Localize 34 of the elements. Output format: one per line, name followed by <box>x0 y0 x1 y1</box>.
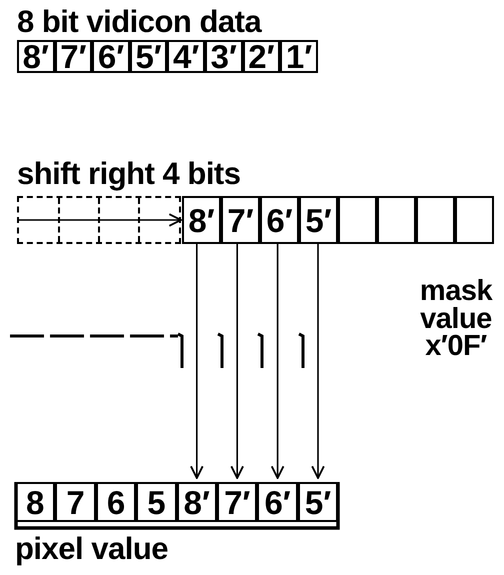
bit-cell: 6′ <box>260 196 299 244</box>
heading: 8 bit vidicon data <box>17 6 262 37</box>
heading: shift right 4 bits <box>17 158 240 189</box>
arrow <box>311 244 325 479</box>
arrow <box>270 244 284 479</box>
bit-cell: 7′ <box>217 482 258 522</box>
bit-cell: 5′ <box>299 196 338 244</box>
bit-cell: 5′ <box>130 40 168 73</box>
bit-cell: 2′ <box>242 40 280 73</box>
bit-cell: 6′ <box>92 40 130 73</box>
bit-cell: 1′ <box>280 40 318 73</box>
heading: pixel value <box>15 533 168 564</box>
empty-cell <box>338 196 377 244</box>
empty-cell <box>416 196 455 244</box>
bit-cell: 7′ <box>54 40 92 73</box>
empty-cell <box>455 196 494 244</box>
arrow <box>230 244 244 479</box>
bit-cell: 5 <box>136 482 177 522</box>
mask-note: mask value x′0F′ <box>418 278 494 361</box>
arrow <box>17 213 182 227</box>
arrow <box>190 244 204 479</box>
vacated-cells <box>17 196 181 244</box>
bit-cell: 8 <box>15 482 56 522</box>
empty-cell <box>377 196 416 244</box>
bit-cell: 8′ <box>176 482 217 522</box>
bit-cell: 4′ <box>167 40 205 73</box>
bit-cell: 7′ <box>221 196 260 244</box>
bit-cell: 3′ <box>205 40 243 73</box>
bit-cell: 7 <box>55 482 96 522</box>
bit-cell: 8′ <box>17 40 55 73</box>
bit-cell: 6′ <box>257 482 298 522</box>
bit-cell: 5′ <box>298 482 338 522</box>
bit-cell: 8′ <box>182 196 221 244</box>
bit-cell: 6 <box>96 482 136 522</box>
